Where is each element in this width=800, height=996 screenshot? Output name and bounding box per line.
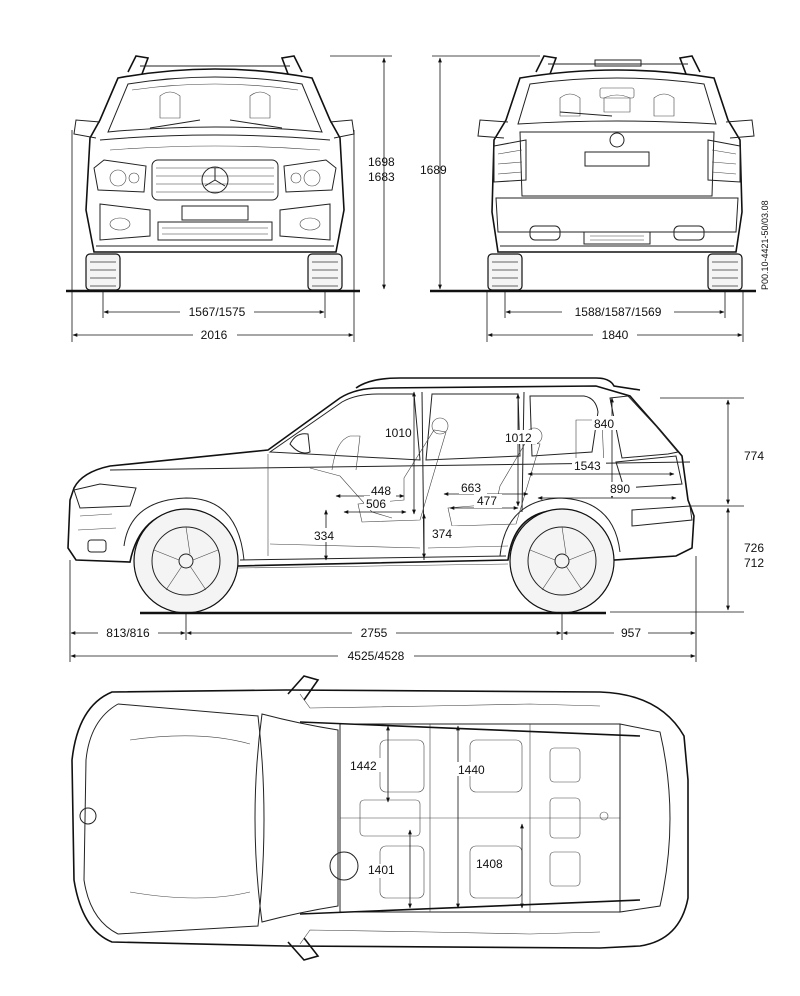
- front-view-body: [73, 55, 355, 253]
- side-view: 1010 1012 840 1543 448 506 663 477: [67, 377, 764, 663]
- side-front-wheel: [133, 508, 239, 614]
- rear-overhang-label: 957: [621, 626, 641, 640]
- headroom-rear-label: 1012: [505, 431, 532, 445]
- seat-height-rear-label: 374: [432, 527, 452, 541]
- shoulder-width-front-label: 1442: [350, 759, 377, 773]
- front-height-label: 1698: [368, 155, 395, 169]
- lower-height-label: 726: [744, 541, 764, 555]
- side-rear-wheel: [509, 508, 615, 614]
- cargo-length-label: 1543: [574, 459, 601, 473]
- upper-height-label: 774: [744, 449, 764, 463]
- front-view-tires: [85, 253, 343, 291]
- front-width-dimension: 2016: [71, 130, 355, 342]
- hip-width-rear-label: 1408: [476, 857, 503, 871]
- front-track-dimension: 1567/1575: [102, 292, 326, 319]
- top-rear-emblem-icon: [599, 811, 609, 821]
- rear-star-emblem-icon: [609, 132, 625, 148]
- rear-track-label: 1588/1587/1569: [575, 305, 662, 319]
- headroom-front-label: 1010: [385, 426, 412, 440]
- front-height-label-alt: 1683: [368, 170, 395, 184]
- legroom-rear-label: 663: [461, 481, 481, 495]
- overall-length-label: 4525/4528: [348, 649, 405, 663]
- rear-view-body: [477, 55, 755, 253]
- rear-view: 1689 1588/1587/1569 1840 P00.10-4421-50/…: [420, 55, 770, 342]
- lower-height-label-alt: 712: [744, 556, 764, 570]
- top-view-body: [71, 675, 689, 961]
- rear-height-label: 1689: [420, 163, 447, 177]
- side-interior-dimensions: 1010 1012 840 1543 448 506 663 477: [312, 391, 677, 561]
- seat-height-front-label: 334: [314, 529, 334, 543]
- legroom-front-label: 448: [371, 484, 391, 498]
- wheelbase-label: 2755: [361, 626, 388, 640]
- front-view: 1698 1683 1567/1575 2016: [66, 55, 395, 342]
- side-length-dimensions: 813/816 2755 957 4525/4528: [69, 556, 697, 663]
- rear-width-dimension: 1840: [486, 292, 744, 342]
- rear-track-dimension: 1588/1587/1569: [504, 292, 726, 319]
- front-width-label: 2016: [201, 328, 228, 342]
- rear-view-tires: [487, 253, 743, 291]
- cargo-opening-height-label: 840: [594, 417, 614, 431]
- rear-width-label: 1840: [602, 328, 629, 342]
- cargo-floor-depth-label: 890: [610, 482, 630, 496]
- side-height-dimensions: 774 726 712: [610, 397, 764, 613]
- top-star-emblem-icon: [79, 807, 97, 825]
- front-height-dimension: 1698 1683: [330, 55, 395, 290]
- star-emblem-icon: [201, 166, 229, 194]
- front-track-label: 1567/1575: [189, 305, 246, 319]
- front-overhang-label: 813/816: [106, 626, 150, 640]
- top-interior-dimensions: 1442 1440 1401 1408: [348, 725, 524, 909]
- seat-depth-rear-label: 477: [477, 494, 497, 508]
- shoulder-width-rear-label: 1440: [458, 763, 485, 777]
- top-view: 1442 1440 1401 1408: [71, 675, 689, 961]
- drawing-code-label: P00.10-4421-50/03.08: [760, 200, 770, 290]
- hip-width-front-label: 1401: [368, 863, 395, 877]
- seat-depth-front-label: 506: [366, 497, 386, 511]
- rear-height-dimension: 1689: [420, 55, 540, 290]
